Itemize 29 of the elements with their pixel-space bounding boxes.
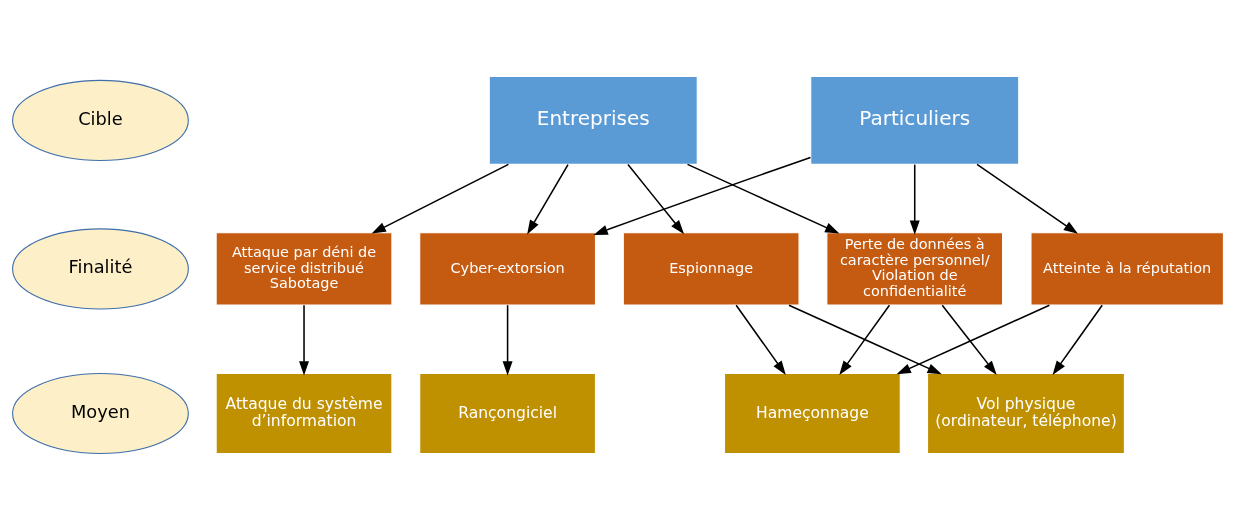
node-ellipse: Cible	[12, 79, 189, 161]
arrow	[788, 303, 942, 374]
arrow	[371, 163, 510, 234]
node-box: Rançongiciel	[419, 372, 597, 454]
arrow	[976, 163, 1078, 234]
arrow	[735, 303, 786, 375]
node-box: Cyber-extorsion	[419, 231, 597, 306]
arrow	[686, 163, 840, 233]
arrow	[896, 303, 1051, 374]
node-box: Atteinte à la réputation	[1030, 231, 1224, 306]
arrow	[527, 163, 569, 234]
arrow	[1052, 303, 1103, 375]
arrow	[941, 303, 997, 375]
arrow	[909, 163, 920, 235]
arrow	[627, 163, 685, 234]
node-box: Attaque par déni de service distribué Sabotage	[215, 231, 393, 306]
node-box: Perte de données à caractère personnel/ Violation de confidentialité	[826, 231, 1004, 306]
node-box: Entreprises	[488, 75, 698, 165]
node-ellipse: Finalité	[12, 227, 189, 309]
node-box: Hameçonnage	[723, 372, 901, 454]
arrow	[299, 303, 309, 375]
node-box: Attaque du système d’information	[215, 372, 393, 454]
node-box: Particuliers	[810, 75, 1020, 165]
node-box: Espionnage	[622, 231, 800, 306]
arrow	[593, 156, 812, 235]
node-box: Vol physique (ordinateur, téléphone)	[926, 372, 1125, 454]
arrow	[839, 303, 891, 375]
arrow	[502, 303, 513, 375]
node-ellipse: Moyen	[12, 372, 189, 454]
